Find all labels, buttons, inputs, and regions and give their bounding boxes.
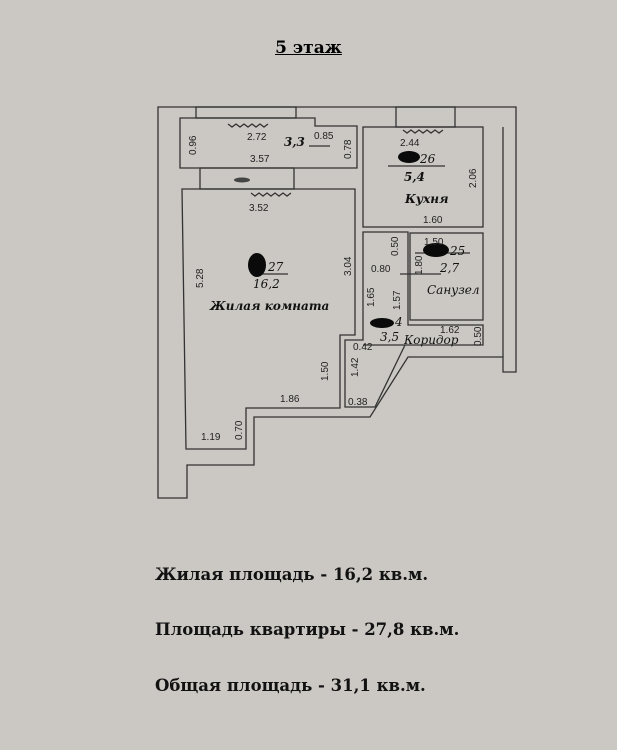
dim-label: 1.19: [201, 432, 221, 443]
dim-label: 1.42: [350, 357, 361, 377]
bathroom-area: 2,7: [439, 261, 459, 275]
window-top-left: [195, 106, 297, 119]
bathroom-label: Санузел: [427, 283, 480, 297]
floor-title: 5 этаж: [275, 38, 342, 58]
corridor-area-number: 4: [394, 315, 403, 329]
dim-label: 1.57: [392, 290, 403, 310]
total-area-summary: Общая площадь - 31,1 кв.м.: [155, 676, 426, 695]
window-top-right: [395, 106, 456, 128]
dim-label: 2.72: [247, 132, 267, 143]
dim-label: 1.65: [366, 287, 377, 307]
dim-label: 0.80: [371, 264, 391, 275]
kitchen-area: 5,4: [404, 170, 425, 184]
dim-label: 2.06: [468, 168, 479, 188]
dim-label: 0.70: [234, 420, 245, 440]
dim-label: 0.85: [314, 131, 334, 142]
outer-wall: [157, 106, 517, 499]
dim-label: 1.50: [320, 361, 331, 381]
living-area-summary: Жилая площадь - 16,2 кв.м.: [155, 565, 429, 584]
living-room-outline: [181, 188, 356, 450]
dim-label: 0.42: [353, 342, 373, 353]
kitchen-label: Кухня: [404, 192, 449, 206]
dim-label: 0.50: [390, 236, 401, 256]
apartment-area-summary: Площадь квартиры - 27,8 кв.м.: [155, 620, 460, 639]
dim-label: 3.57: [250, 154, 270, 165]
bathroom-outline: [409, 232, 484, 321]
dim-label: 1.62: [440, 325, 460, 336]
kitchen-outline: [362, 126, 484, 228]
dim-label: 0.78: [343, 139, 354, 159]
corridor-area: 3,5: [380, 330, 399, 344]
corridor-label: Коридор: [403, 333, 459, 347]
dim-label: 0.50: [473, 326, 484, 346]
dim-label: 2.44: [400, 138, 420, 149]
dim-label: 1.60: [423, 215, 443, 226]
window-zigzag: [227, 123, 444, 197]
dim-label: 0.96: [188, 135, 199, 155]
redaction-marks: [234, 151, 449, 328]
dim-label: 1.86: [280, 394, 300, 405]
dim-label: 3.04: [343, 256, 354, 276]
kitchen-area-number: 26: [419, 152, 436, 166]
dim-label: 5.28: [195, 268, 206, 288]
balcony-area: 3,3: [284, 135, 305, 149]
living-area-number: 27: [267, 260, 284, 274]
dim-label: 0.38: [348, 397, 368, 408]
dim-label: 3.52: [249, 203, 269, 214]
living-room-label: Жилая комната: [209, 299, 329, 313]
balcony-outline: [179, 117, 358, 169]
living-area: 16,2: [253, 277, 280, 291]
dim-label: 1.50: [424, 237, 444, 248]
dim-label: 1.80: [414, 255, 425, 275]
bathroom-area-number: 25: [449, 244, 465, 258]
